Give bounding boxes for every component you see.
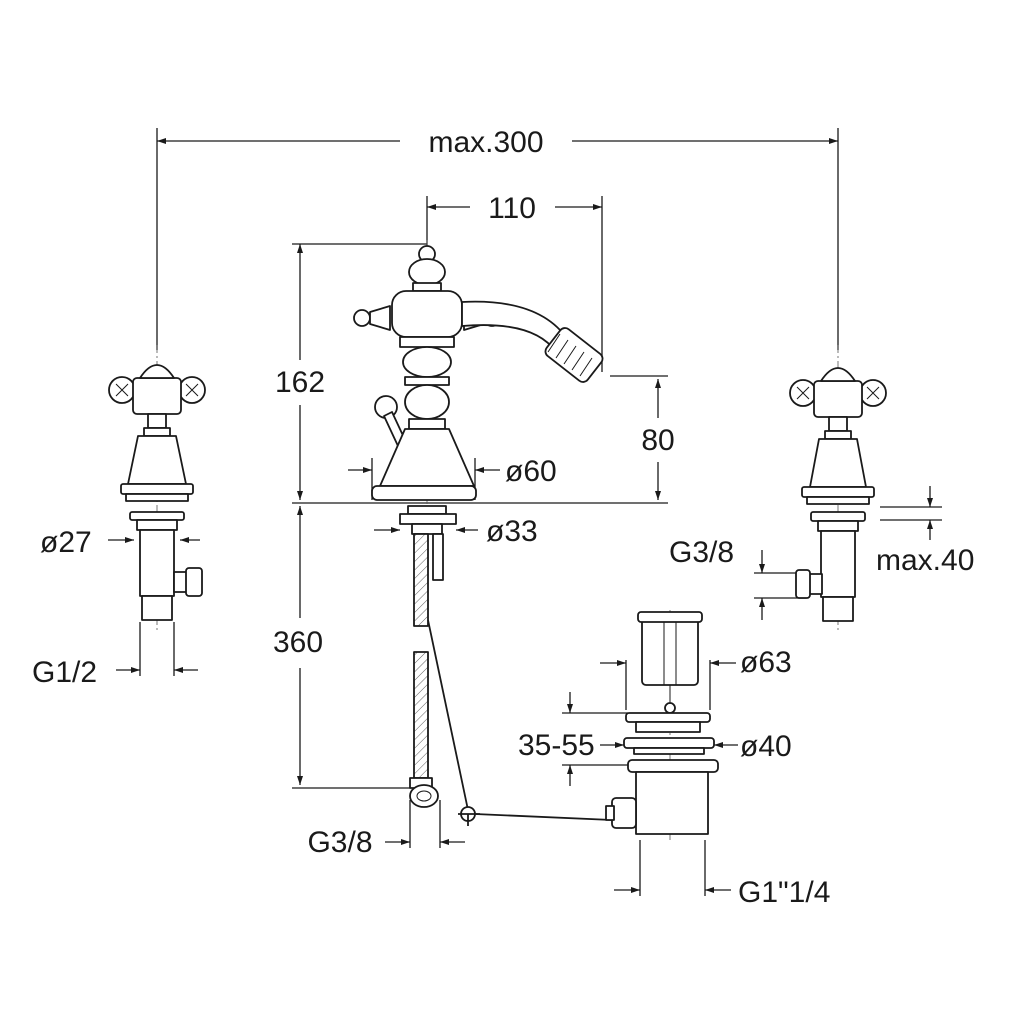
label-shank-diameter: ø33: [486, 515, 538, 548]
label-spout-height: 80: [641, 424, 674, 457]
label-waste-flange-diameter: ø63: [740, 646, 792, 679]
dimension-labels: max.300 110 162 80 ø60 ø33 360 G3/8 ø27 …: [32, 126, 974, 909]
label-waste-thread: G1"1/4: [738, 876, 830, 909]
waste-assembly: [605, 610, 719, 840]
label-valve-diameter: ø27: [40, 526, 92, 559]
label-waste-deck-range: 35-55: [518, 729, 595, 762]
label-waste-body-diameter: ø40: [740, 730, 792, 763]
label-spout-reach: 110: [488, 192, 536, 225]
left-valve: [108, 345, 206, 630]
label-overall-width: max.300: [428, 126, 543, 159]
label-valve-thread: G1/2: [32, 656, 97, 689]
label-base-diameter: ø60: [505, 455, 557, 488]
right-valve: [789, 345, 887, 630]
label-hose-thread: G3/8: [307, 826, 372, 859]
mixer-body: [353, 240, 613, 826]
label-deck-thickness: max.40: [876, 544, 974, 577]
label-valve-outlet-thread: G3/8: [669, 536, 734, 569]
label-hose-length: 360: [273, 626, 323, 659]
label-height: 162: [275, 366, 325, 399]
dimension-lines: [108, 128, 942, 896]
